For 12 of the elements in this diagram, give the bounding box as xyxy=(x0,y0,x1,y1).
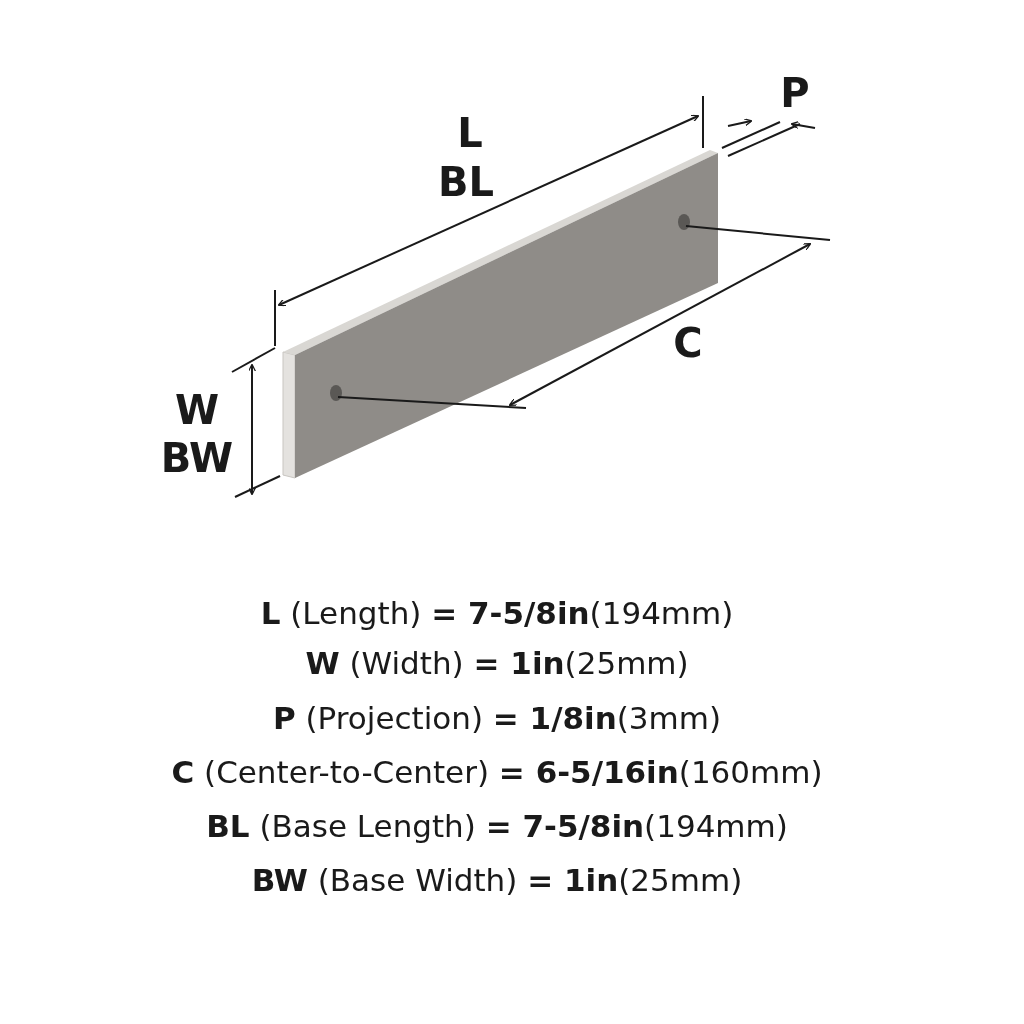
specification-line: BL (Base Length) = 7-5/8in(194mm) xyxy=(206,810,788,842)
specification-line: BW (Base Width) = 1in(25mm) xyxy=(251,864,743,896)
dimension-label: C xyxy=(673,323,703,363)
dimension-label: P xyxy=(780,73,810,113)
dimension-label: BW xyxy=(160,438,234,478)
dimension-label: W xyxy=(174,390,220,430)
dimension-label: BL xyxy=(438,162,494,202)
specification-line: C (Center-to-Center) = 6-5/16in(160mm) xyxy=(171,756,823,788)
dimension-label: L xyxy=(457,113,483,153)
specification-line: L (Length) = 7-5/8in(194mm) xyxy=(260,597,734,629)
specification-line: P (Projection) = 1/8in(3mm) xyxy=(272,702,722,734)
specification-line: W (Width) = 1in(25mm) xyxy=(305,647,689,679)
